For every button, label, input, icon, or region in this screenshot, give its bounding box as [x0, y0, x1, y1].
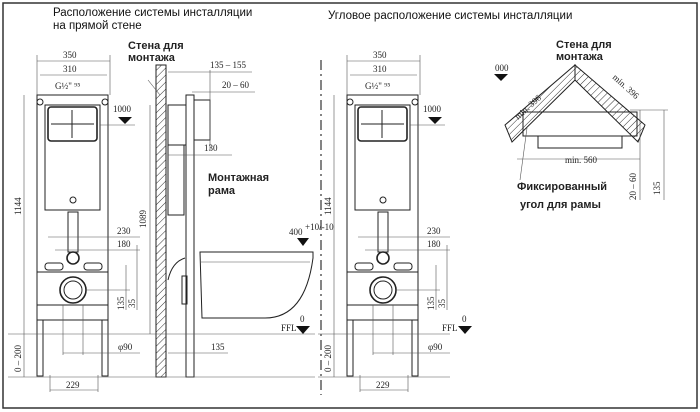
dim-20-60: 20 – 60 — [222, 80, 250, 90]
dim-0-200: 0 – 200 — [13, 345, 23, 373]
label-corner-wall-2: монтажа — [556, 51, 604, 63]
dim-35: 35 — [437, 299, 447, 309]
corner-plan-view: 000 min. 396 min. 396 min. 560 20 – 60 1… — [494, 39, 668, 211]
dim-350: 350 — [63, 50, 77, 60]
label-corner-wall: Стена для — [556, 39, 612, 51]
label-frame: Монтажная — [208, 172, 269, 184]
dim-135: 135 — [116, 296, 126, 310]
dim-bowl-tolerance: +10/-10 — [305, 222, 334, 232]
label-fixed-angle: Фиксированный — [517, 181, 607, 193]
dim-180: 180 — [117, 239, 131, 249]
dim-bowl-400: 400 — [289, 227, 303, 237]
dim-230: 230 — [117, 226, 131, 236]
label-fixed-angle-2: угол для рамы — [520, 199, 601, 211]
dim-water-inlet: G½" ⁹⁵ — [55, 81, 80, 91]
label-frame-2: рама — [208, 185, 236, 197]
dim-135-155: 135 – 155 — [210, 60, 247, 70]
dim-pipe-90: φ90 — [118, 342, 133, 352]
dim-000: 000 — [495, 63, 509, 73]
dim-1144: 1144 — [13, 197, 23, 215]
dim-1000: 1000 — [423, 104, 442, 114]
dim-pipe-90: φ90 — [428, 342, 443, 352]
dim-1000: 1000 — [113, 104, 132, 114]
dim-ffl: FFL — [442, 323, 458, 333]
dim-35: 35 — [127, 299, 137, 309]
dim-135: 135 — [426, 296, 436, 310]
dim-water-inlet: G½" ⁹⁵ — [365, 81, 390, 91]
dim-229: 229 — [66, 380, 80, 390]
dim-0-200: 0 – 200 — [323, 345, 333, 373]
front-view-corner: 350 310 G½" ⁹⁵ 1000 1144 230 180 135 35 … — [317, 50, 472, 393]
dim-ffl: FFL — [281, 323, 297, 333]
front-view-straight: 350 310 G½" ⁹⁵ 1000 1144 230 180 135 35 … — [7, 50, 141, 393]
dim-1089: 1089 — [138, 210, 148, 229]
dim-1144: 1144 — [323, 197, 333, 215]
dim-230: 230 — [427, 226, 441, 236]
dim-20-60: 20 – 60 — [628, 173, 638, 201]
dim-min396-right: min. 396 — [611, 72, 642, 101]
dim-floor-0: 0 — [300, 314, 305, 324]
dim-350: 350 — [373, 50, 387, 60]
label-wall-2: монтажа — [128, 52, 176, 64]
dim-310: 310 — [373, 64, 387, 74]
dim-min560: min. 560 — [565, 155, 598, 165]
label-wall: Стена для — [128, 40, 184, 52]
dim-corner-135: 135 — [652, 181, 662, 195]
dim-229: 229 — [376, 380, 390, 390]
dim-310: 310 — [63, 64, 77, 74]
dim-180: 180 — [427, 239, 441, 249]
title-corner: Угловое расположение системы инсталляции — [328, 10, 572, 22]
dim-130: 130 — [204, 143, 218, 153]
title-straight-wall: Расположение системы инсталляции — [53, 7, 252, 19]
title-straight-wall-2: на прямой стене — [53, 20, 142, 32]
side-view: Стена для монтажа Монтажная рама 135 – 1… — [128, 40, 334, 378]
dim-floor-0: 0 — [462, 314, 467, 324]
dim-side-135: 135 — [211, 342, 225, 352]
